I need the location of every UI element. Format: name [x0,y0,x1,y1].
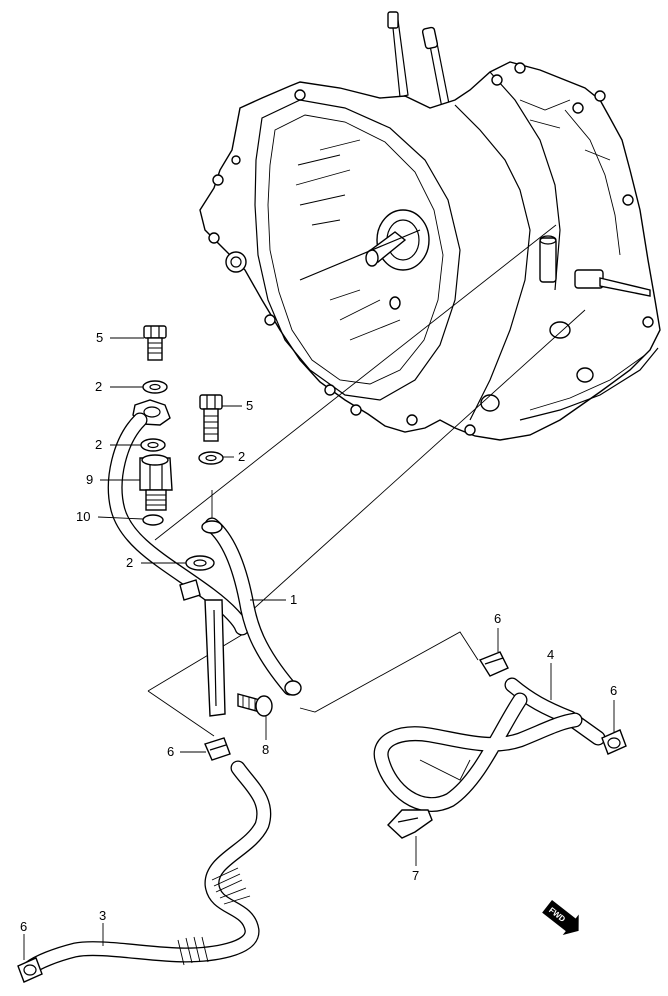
washer-a [142,380,168,394]
callout-6-b: 6 [610,683,617,698]
callout-2-c: 2 [126,555,133,570]
transmission-assembly [199,11,661,441]
callout-5-upper: 5 [96,330,103,345]
callout-6-c: 6 [167,744,174,759]
hose-3 [22,760,272,976]
washer-b [140,438,166,452]
callout-10: 10 [76,509,90,524]
hose-clip [387,809,433,839]
o-ring [142,514,164,526]
callout-7: 7 [412,868,419,883]
callout-1: 1 [290,592,297,607]
callouts: 5 2 2 9 10 2 5 2 1 6 4 6 8 [20,330,617,960]
callout-4: 4 [547,647,554,662]
callout-2-d: 2 [238,449,245,464]
hose-4 [373,677,606,812]
leader-lines [147,224,586,737]
washer-d [185,555,215,571]
clamp-mid-left [204,737,231,761]
union-bolt-upper [143,325,167,361]
callout-2-a: 2 [95,379,102,394]
callout-5-lower: 5 [246,398,253,413]
callout-2-b: 2 [95,437,102,452]
oil-pipe [107,412,302,717]
washer-c [198,451,224,465]
union-bolt-lower [199,394,223,442]
bracket-bolt [237,693,273,717]
fwd-direction-badge: FWD [542,900,579,936]
callout-9: 9 [86,472,93,487]
clamp-right [601,729,627,755]
hex-nut [139,454,173,511]
callout-6-d: 6 [20,919,27,934]
callout-8: 8 [262,742,269,757]
clamp-upper-right [478,651,509,677]
callout-6-a: 6 [494,611,501,626]
callout-3: 3 [99,908,106,923]
clamp-bottom-left [17,957,43,983]
